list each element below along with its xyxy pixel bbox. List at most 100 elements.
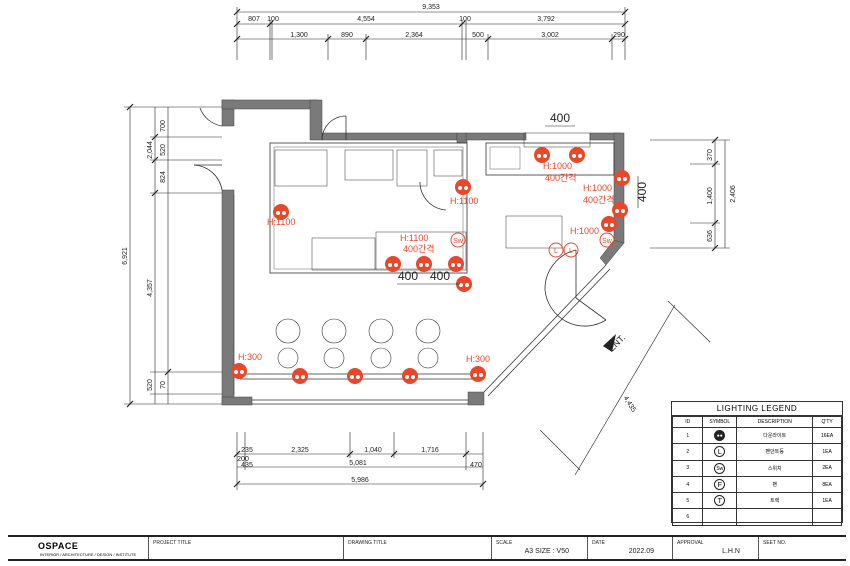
brand-cell: OSPACE INTERIOR / ARCHITECTURE / DESIGN … — [8, 537, 148, 559]
downlight-icon — [448, 256, 464, 272]
approval-value: L.H.N — [722, 548, 740, 555]
downlight-icon-dot — [458, 186, 462, 190]
dim-right-1: 370 — [707, 149, 714, 161]
downlight-icon — [601, 216, 617, 232]
switch-icon — [599, 232, 615, 248]
downlight-icon — [455, 179, 471, 195]
dim-400-a: 400 — [398, 269, 418, 283]
dim-diagonal: 4,435 — [622, 395, 637, 414]
label-h300-left: H:300 — [238, 352, 262, 362]
downlight-icon-dot — [465, 283, 469, 287]
label-h1100-right: H:1100 — [450, 196, 478, 206]
title-block: OSPACE INTERIOR / ARCHITECTURE / DESIGN … — [8, 535, 846, 561]
dim-left-7: 70 — [160, 381, 167, 389]
downlight-icon-dot — [610, 223, 614, 227]
fan-icon: F — [714, 479, 726, 491]
pendant-icon — [548, 242, 564, 258]
dim-top2-5: 3,002 — [541, 32, 559, 39]
legend-qty: 16EA — [812, 426, 842, 445]
track-icon: T — [714, 495, 726, 507]
downlight-icon-dot — [295, 375, 299, 379]
pendant-icon — [563, 242, 579, 258]
pendant-icon: L — [714, 446, 726, 458]
downlight-icon-dot — [419, 263, 423, 267]
label-h1100-left: H:1100 — [267, 217, 295, 227]
legend-row: 1 ●● 다운라이트 16EA — [671, 426, 842, 445]
approval-label: APPROVAL — [677, 540, 704, 546]
downlight-icon-dot — [405, 375, 409, 379]
brand-subtitle: INTERIOR / ARCHITECTURE / DESIGN / INSTI… — [40, 552, 137, 557]
downlight-icon — [614, 170, 630, 186]
downlight-icon — [612, 202, 628, 218]
dim-top2-1: 1,300 — [290, 32, 308, 39]
dim-bot-2: 2,325 — [291, 447, 309, 454]
downlight-icon — [385, 256, 401, 272]
sheet-no-label: SEET NO. — [763, 540, 787, 546]
downlight-icon-dot — [425, 263, 429, 267]
label-h1000-b: H:1000 — [583, 183, 612, 193]
legend-id: 1 — [671, 426, 704, 445]
brand-logo: OSPACE — [38, 541, 79, 551]
downlight-icon — [402, 368, 418, 384]
dim-bot-8: 470 — [470, 462, 482, 469]
date-label: DATE — [592, 540, 605, 546]
dim-left-6: 520 — [147, 379, 154, 391]
dim-bot-1: 235 — [241, 447, 253, 454]
dim-bot-total: 5,986 — [351, 477, 369, 484]
entrance-label: ENT. — [606, 333, 627, 354]
dim-top-4: 100 — [459, 16, 471, 23]
dim-left-2: 520 — [160, 144, 167, 156]
switch-icon-glyph: Sw — [602, 238, 613, 245]
lighting-legend: LIGHTING LEGEND ID SYMBOL DESCRIPTION Q'… — [671, 401, 843, 526]
dim-bot-7: 5,081 — [349, 460, 367, 467]
dim-right-2: 1,400 — [707, 187, 714, 205]
dim-top2-6: 290 — [613, 32, 625, 39]
dim-top-3: 4,554 — [357, 16, 375, 23]
legend-header-description: DESCRIPTION — [736, 416, 814, 428]
dim-left-3: 2,044 — [147, 141, 154, 159]
legend-desc: 팬 — [736, 475, 814, 494]
legend-id: 4 — [671, 475, 704, 494]
legend-header-symbol: SYMBOL — [702, 416, 738, 428]
downlight-icon: ●● — [714, 430, 726, 442]
downlight-icon-dot — [301, 375, 305, 379]
drawing-title-label: DRAWING TITLE — [348, 540, 387, 546]
downlight-icon-dot — [572, 154, 576, 158]
legend-id: 6 — [671, 508, 704, 526]
dim-left-1: 700 — [160, 120, 167, 132]
downlight-icon — [231, 363, 247, 379]
label-gap400-mid: 400간격 — [403, 243, 435, 254]
dim-top2-3: 2,364 — [405, 32, 423, 39]
downlight-icon-dot — [617, 177, 621, 181]
legend-title: LIGHTING LEGEND — [672, 402, 842, 416]
downlight-icon-dot — [388, 263, 392, 267]
downlight-icon — [273, 204, 289, 220]
downlight-icon-dot — [234, 370, 238, 374]
switch-icon-glyph: Sw — [453, 238, 464, 245]
scale-label: SCALE — [496, 540, 513, 546]
downlight-icon-dot — [604, 223, 608, 227]
downlight-icon-dot — [356, 375, 360, 379]
legend-desc: 트랙 — [736, 492, 814, 510]
dim-400-right: 400 — [635, 182, 649, 202]
downlight-icon — [470, 366, 486, 382]
downlight-icon-dot — [473, 373, 477, 377]
legend-desc: 펜던트등 — [736, 443, 814, 461]
downlight-icon-dot — [464, 186, 468, 190]
entrance-arrow-icon — [603, 334, 616, 352]
legend-row: 3 Sw 스위치 2EA — [671, 459, 842, 477]
label-h1100-mid: H:1100 — [400, 233, 428, 243]
dim-right-3: 636 — [707, 230, 714, 242]
dim-bot-6: 435 — [241, 462, 253, 469]
project-title-label: PROJECT TITLE — [153, 540, 192, 546]
scale-value: A3 SIZE : V50 — [524, 548, 569, 555]
downlight-icon-dot — [451, 263, 455, 267]
dim-top-1: 807 — [248, 16, 260, 23]
downlight-icon-dot — [623, 177, 627, 181]
legend-table: ID SYMBOL DESCRIPTION Q'TY 1 ●● 다운라이트 16… — [671, 416, 842, 526]
legend-row: 2 L 펜던트등 1EA — [671, 443, 842, 461]
downlight-icon-dot — [282, 211, 286, 215]
downlight-icon-dot — [240, 370, 244, 374]
downlight-icon-dot — [459, 283, 463, 287]
legend-qty: 1EA — [812, 443, 842, 461]
